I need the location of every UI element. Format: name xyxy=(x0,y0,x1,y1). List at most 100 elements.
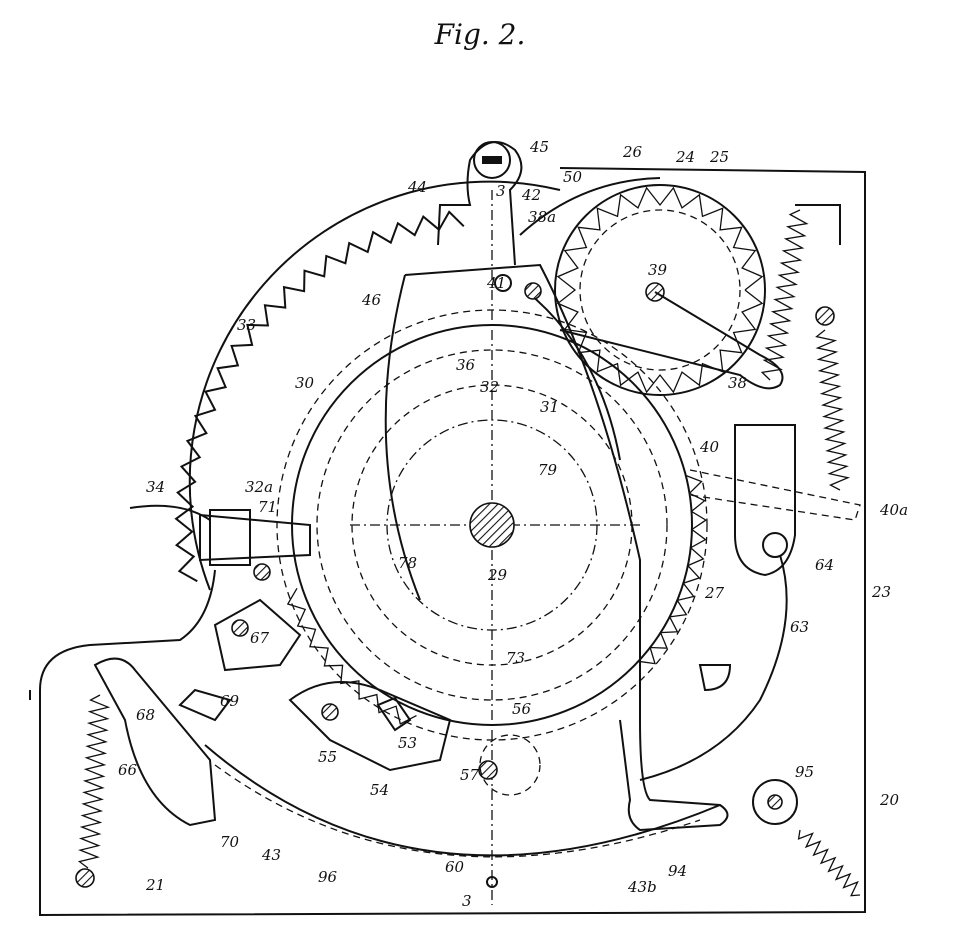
label-39: 39 xyxy=(648,261,668,279)
arc-plate-43 xyxy=(204,744,721,857)
label-33: 33 xyxy=(237,316,256,334)
plate-67 xyxy=(213,598,302,672)
pivot-95-center xyxy=(767,794,783,810)
label-73: 73 xyxy=(506,649,525,667)
spring-post-left xyxy=(75,868,95,888)
label-69: 69 xyxy=(220,692,240,710)
label-40: 40 xyxy=(699,438,720,456)
arm-38 xyxy=(559,291,784,390)
bottom-pin-3 xyxy=(486,876,498,888)
figure-title: Fig. 2. xyxy=(434,18,526,51)
bracket-40 xyxy=(734,424,796,577)
label-43: 43 xyxy=(261,846,281,864)
pivot-45-slot xyxy=(482,156,502,164)
label-38a: 38a xyxy=(528,208,556,226)
slot-piece xyxy=(698,664,732,692)
label-71: 71 xyxy=(258,498,277,516)
spring-hook-bracket xyxy=(795,204,841,245)
label-57: 57 xyxy=(460,766,480,784)
link-50 xyxy=(519,177,661,236)
spring-lower-right xyxy=(797,829,861,897)
label-38: 38 xyxy=(728,374,747,392)
rack-teeth-27 xyxy=(638,474,708,665)
label-24: 24 xyxy=(675,148,695,166)
label-3-top: 3 xyxy=(496,182,506,200)
label-23: 23 xyxy=(871,583,891,601)
latch-71 xyxy=(199,513,311,562)
label-94: 94 xyxy=(668,862,687,880)
housing-outline xyxy=(39,167,866,917)
label-29: 29 xyxy=(487,566,508,584)
dashed-circle-mid xyxy=(316,349,668,701)
pivot-95 xyxy=(752,779,798,825)
label-54: 54 xyxy=(370,781,389,799)
pin-left xyxy=(253,563,271,581)
label-45: 45 xyxy=(529,138,549,156)
link-40a xyxy=(689,469,861,521)
label-60: 60 xyxy=(445,858,465,876)
shaft-29 xyxy=(469,502,515,548)
dashed-pinion-56 xyxy=(479,734,541,796)
label-21: 21 xyxy=(145,876,165,894)
label-36: 36 xyxy=(456,356,476,374)
pawl-68-69 xyxy=(178,688,232,722)
label-32a: 32a xyxy=(245,478,273,496)
spring-post-right xyxy=(815,306,835,326)
arc-plate-43-inner xyxy=(214,764,701,858)
label-30: 30 xyxy=(295,374,315,392)
pivot-45 xyxy=(473,141,511,179)
label-42: 42 xyxy=(521,186,541,204)
label-44: 44 xyxy=(407,178,427,196)
label-78: 78 xyxy=(398,554,417,572)
label-34: 34 xyxy=(146,478,165,496)
wire-34 xyxy=(129,504,211,521)
label-55: 55 xyxy=(318,748,337,766)
label-63: 63 xyxy=(790,618,809,636)
label-46: 46 xyxy=(361,291,382,309)
label-26: 26 xyxy=(622,143,643,161)
lever-plate-left-edge xyxy=(384,274,421,601)
toothed-sector-33 xyxy=(174,210,465,583)
lever-63 xyxy=(639,554,788,781)
lever-plate-31 xyxy=(404,263,729,832)
label-27: 27 xyxy=(704,584,725,602)
bracket-44 xyxy=(437,141,523,266)
pin-55 xyxy=(321,703,339,721)
label-64: 64 xyxy=(815,556,834,574)
gear-wheel-24 xyxy=(554,184,766,396)
label-32: 32 xyxy=(480,378,499,396)
gear-inner-dashed xyxy=(579,209,741,371)
rack-lever-54 xyxy=(288,681,452,772)
rack-teeth-lower xyxy=(286,587,417,725)
label-66: 66 xyxy=(118,761,138,779)
spring-right xyxy=(815,329,851,491)
pawl-53 xyxy=(376,696,412,732)
label-96: 96 xyxy=(318,868,338,886)
label-50: 50 xyxy=(563,168,583,186)
arm-31-curve xyxy=(524,289,621,461)
block-32a xyxy=(209,509,251,566)
spring-left xyxy=(77,694,111,869)
pin-41 xyxy=(494,274,512,292)
label-25: 25 xyxy=(709,148,729,166)
label-70: 70 xyxy=(220,833,240,851)
label-40a: 40a xyxy=(879,501,908,519)
label-20: 20 xyxy=(879,791,900,809)
label-79: 79 xyxy=(538,461,558,479)
pivot-64 xyxy=(762,532,788,558)
spring-upper-right xyxy=(760,209,809,381)
gear-teeth-25 xyxy=(556,186,764,394)
label-95: 95 xyxy=(795,763,814,781)
pivot-57 xyxy=(478,760,498,780)
lever-66 xyxy=(93,657,217,827)
label-43b: 43b xyxy=(627,878,657,896)
pin-67 xyxy=(231,619,249,637)
label-56: 56 xyxy=(512,700,532,718)
label-31: 31 xyxy=(540,398,559,416)
label-67: 67 xyxy=(250,629,270,647)
pin-small xyxy=(524,282,542,300)
label-68: 68 xyxy=(136,706,155,724)
label-41: 41 xyxy=(486,274,506,292)
label-53: 53 xyxy=(398,734,417,752)
